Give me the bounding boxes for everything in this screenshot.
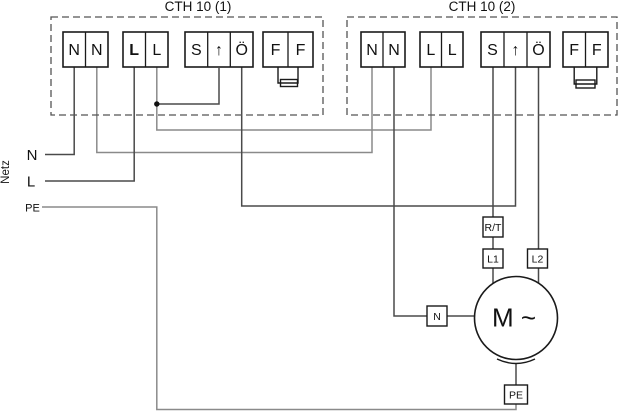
terminal-label-l2: L xyxy=(152,42,161,59)
fuse-wire xyxy=(277,67,299,84)
terminal-label-f1: F xyxy=(569,42,579,59)
terminal-label-o: Ö xyxy=(532,41,544,59)
cth2-terminal-block-sao: S ↑ Ö xyxy=(480,31,551,68)
terminal-label-o: Ö xyxy=(235,41,247,59)
cth1-terminal-block-sao: S ↑ Ö xyxy=(184,31,254,68)
netz-group-label: Netz xyxy=(0,160,12,184)
motor-bottom-arc xyxy=(496,358,536,365)
mains-labels: Netz N L PE xyxy=(0,147,40,215)
pe-terminal: PE xyxy=(503,384,529,405)
motor: M ~ xyxy=(473,275,559,365)
terminal-label-l1: L xyxy=(129,42,139,59)
l1-box xyxy=(482,248,504,269)
wire-o1-to-up2 xyxy=(240,67,517,207)
wire-l2-to-up1-internal xyxy=(156,67,220,105)
inline-terminal-boxes: R/T L1 L2 N PE xyxy=(426,216,549,405)
cth2-terminal-block-ll: L L xyxy=(419,31,464,68)
wire-netz-l-to-cth1 xyxy=(45,67,135,182)
terminal-label-n2: N xyxy=(91,42,103,59)
netz-pe-label: PE xyxy=(25,203,40,215)
l1-terminal: L1 xyxy=(482,248,504,269)
panel-cth1: CTH 10 (1) N N L L S ↑ Ö F F xyxy=(50,0,324,116)
panel-cth2-title: CTH 10 (2) xyxy=(449,0,516,14)
cth1-terminal-block-nn: N N xyxy=(62,31,109,68)
cth1-terminal-block-ff: F F xyxy=(262,31,314,68)
netz-n-label: N xyxy=(27,147,38,164)
terminal-label-s: S xyxy=(191,42,202,59)
junction-dot xyxy=(154,101,160,107)
pe-label: PE xyxy=(509,390,523,402)
rt-terminal: R/T xyxy=(482,216,504,238)
terminal-label-n1: N xyxy=(366,42,378,59)
wire-pe-run xyxy=(42,206,517,411)
panel-cth2: CTH 10 (2) N N L L S ↑ Ö F F xyxy=(346,0,618,116)
terminal-label-f2: F xyxy=(592,42,602,59)
terminal-block xyxy=(480,31,551,68)
motor-wires xyxy=(393,67,540,385)
cth1-fuse xyxy=(277,67,299,88)
netz-l-label: L xyxy=(27,174,35,191)
terminal-label-f2: F xyxy=(296,42,306,59)
terminal-label-l2: L xyxy=(448,42,457,59)
fuse-symbol xyxy=(575,79,596,89)
wire-n2-to-motor-n xyxy=(393,67,427,317)
wire-l-bus-cth1-to-cth2 xyxy=(156,67,432,131)
pe-box xyxy=(503,384,529,405)
l2-label: L2 xyxy=(532,254,544,266)
motor-label: M ~ xyxy=(492,303,536,333)
cth1-terminal-block-ll: L L xyxy=(122,31,169,68)
panel-cth1-title: CTH 10 (1) xyxy=(165,0,232,14)
rt-label: R/T xyxy=(485,222,503,234)
fuse-wire xyxy=(573,67,598,85)
cth2-terminal-block-ff: F F xyxy=(562,31,609,68)
terminal-label-n1: N xyxy=(68,42,80,59)
rt-box xyxy=(482,216,504,238)
terminal-label-f1: F xyxy=(271,42,281,59)
up-arrow-icon: ↑ xyxy=(512,42,520,59)
motor-circle xyxy=(473,275,559,361)
terminal-label-l1: L xyxy=(426,42,435,59)
fuse-symbol xyxy=(279,78,299,88)
l2-terminal: L2 xyxy=(526,248,549,269)
terminal-label-s: S xyxy=(487,42,498,59)
cth2-terminal-block-nn: N N xyxy=(360,31,406,68)
terminal-label-n2: N xyxy=(388,42,400,59)
up-arrow-icon: ↑ xyxy=(215,42,223,59)
wire-n-bus-cth1-to-cth2 xyxy=(96,67,373,154)
cth1-internal-link xyxy=(154,67,220,107)
n-box xyxy=(426,305,448,327)
cth2-fuse xyxy=(573,67,598,89)
n-terminal: N xyxy=(426,305,448,327)
l2-box xyxy=(526,248,549,269)
l1-label: L1 xyxy=(487,254,499,266)
n-label: N xyxy=(433,311,441,323)
panel-cth1-dashed-border xyxy=(50,16,324,116)
wire-netz-n-to-cth1 xyxy=(45,67,75,156)
mains-wires xyxy=(42,67,517,411)
panel-cth2-dashed-border xyxy=(346,16,618,116)
